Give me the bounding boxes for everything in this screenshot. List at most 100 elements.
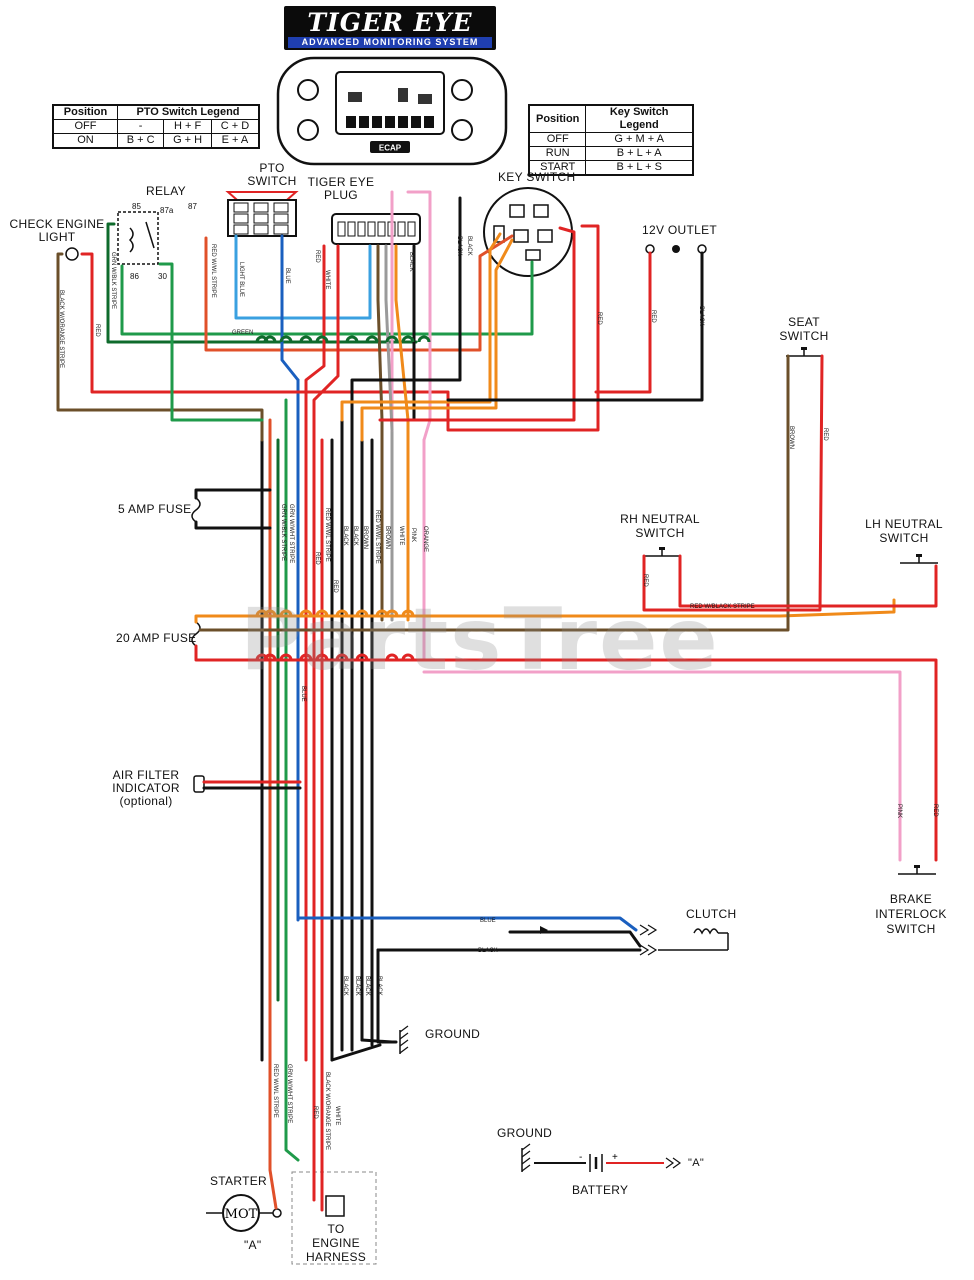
plug-pin <box>357 221 366 237</box>
key-row-position: START <box>528 160 587 176</box>
wire-crossover <box>255 609 269 617</box>
wire-red-key <box>378 226 576 422</box>
display-button-icon <box>297 79 319 101</box>
display-battery-icon <box>418 94 432 104</box>
wire-crossover <box>401 653 415 661</box>
starter-label: STARTER <box>210 1174 267 1188</box>
wire-red-plug-2 <box>312 244 340 442</box>
relay-body <box>117 211 159 265</box>
pto-row-cell: B + C <box>116 133 165 149</box>
key-row-value: B + L + S <box>585 160 694 176</box>
label-red-white-stripe-4: RED W/WL STRIPE <box>272 1064 278 1118</box>
label-blue: BLUE <box>284 268 290 284</box>
label-red-10: RED <box>312 1106 318 1119</box>
pto-switch-terminal <box>273 224 289 235</box>
pto-switch-label: PTO SWITCH <box>247 161 297 188</box>
wire-clutch-diode <box>508 930 642 948</box>
wire-crossover <box>335 609 349 617</box>
wire-red-light <box>80 224 600 432</box>
display-digit <box>359 116 369 128</box>
display-digit <box>346 116 356 128</box>
label-grn-blk-stripe: GRN W/BLK STRIPE <box>110 252 116 309</box>
starter-ref-label: "A" <box>244 1238 262 1252</box>
starter-terminal-icon <box>272 1208 282 1218</box>
battery-positive-label: + <box>612 1152 618 1163</box>
ground-symbol-2-hatch <box>521 1150 531 1158</box>
lh-neutral-switch-symbol-button <box>916 554 922 557</box>
key-switch-terminal <box>537 229 553 243</box>
wire-crossover <box>401 609 415 617</box>
pto-switch-terminal <box>253 224 269 235</box>
display-digit <box>424 116 434 128</box>
label-orange: ORANGE <box>422 526 428 552</box>
wire-black-outlet <box>446 251 704 402</box>
pto-switch-terminal <box>273 213 289 224</box>
wire-blue <box>280 234 300 382</box>
plug-pin <box>377 221 386 237</box>
starter-motor-label: MOT <box>225 1207 258 1222</box>
fuse-20a-label: 20 AMP FUSE <box>116 631 197 645</box>
wire-pink-plug-2 <box>406 190 432 442</box>
wire-crossover <box>279 609 293 617</box>
display-indicator-icon <box>398 88 408 102</box>
air-filter-symbol <box>193 775 205 793</box>
tiger-eye-logo: TIGER EYE ADVANCED MONITORING SYSTEM <box>284 6 496 50</box>
battery-connector-icon <box>665 1157 682 1169</box>
key-legend-header-position: Position <box>528 104 587 133</box>
logo-title: TIGER EYE <box>307 8 473 37</box>
label-blue-2: BLUE <box>300 686 306 702</box>
wire-crossover <box>279 335 293 343</box>
pto-switch-terminal <box>233 224 249 235</box>
wire-white-plug <box>384 244 394 432</box>
label-white: WHITE <box>324 270 330 289</box>
pto-row-cell: - <box>116 119 165 134</box>
wire-crossover <box>355 609 369 617</box>
wire-crossover <box>299 653 313 661</box>
label-white-3: WHITE <box>334 1106 340 1125</box>
key-row-value: G + M + A <box>585 132 694 147</box>
display-digit <box>385 116 395 128</box>
label-red-blk-stripe: RED W/BLACK STRIPE <box>690 604 755 610</box>
pto-switch-terminal <box>253 202 269 213</box>
wire-red-outlet <box>594 251 652 394</box>
label-black-5: BLACK <box>342 526 348 546</box>
pto-row-cell: G + H <box>163 133 212 149</box>
display-brand-plate <box>370 141 410 153</box>
label-black-11: BLACK <box>376 976 382 996</box>
label-white-2: WHITE <box>398 526 404 545</box>
relay-pin-label: 87a <box>160 206 174 215</box>
wire-fuse-5a-bottom <box>194 520 272 530</box>
relay-contact-icon <box>145 221 155 249</box>
pto-switch-terminal <box>253 213 269 224</box>
display-digit <box>411 116 421 128</box>
label-black-6: BLACK <box>352 526 358 546</box>
wire-fuse-5a-top <box>194 488 272 500</box>
wire-ground-1 <box>330 1043 382 1062</box>
fuse-5a-symbol <box>191 497 201 523</box>
plug-pin <box>407 221 416 237</box>
key-row-position: OFF <box>528 132 587 147</box>
label-red-2: RED <box>94 324 100 337</box>
relay-pin-label: 87 <box>188 202 197 211</box>
label-red-4: RED <box>650 310 656 323</box>
pto-legend-header-title: PTO Switch Legend <box>116 104 260 120</box>
pto-switch-legend: Position PTO Switch Legend OFF - H + F C… <box>52 104 260 149</box>
ground-symbol-hatch <box>399 1046 409 1054</box>
wire-crossover <box>315 653 329 661</box>
ground-symbol-hatch <box>399 1025 409 1033</box>
wire-grn-wht-stripe <box>284 398 300 1162</box>
wire-crossover <box>263 335 277 343</box>
display-indicator-icon <box>348 92 362 102</box>
wire-crossover <box>345 335 359 343</box>
label-black-7: BLACK <box>478 948 498 954</box>
label-red-3: RED <box>596 312 602 325</box>
check-engine-light-label: CHECK ENGINE LIGHT <box>9 217 105 244</box>
tiger-eye-plug-label: TIGER EYE PLUG <box>307 175 375 202</box>
relay-pin-label: 86 <box>130 272 139 281</box>
wire-crossover <box>355 653 369 661</box>
wire-crossover <box>365 335 379 343</box>
label-red-9: RED <box>932 804 938 817</box>
key-switch-terminal <box>533 204 549 218</box>
wire-red-plug <box>304 244 326 422</box>
wire-crossover <box>263 653 277 661</box>
